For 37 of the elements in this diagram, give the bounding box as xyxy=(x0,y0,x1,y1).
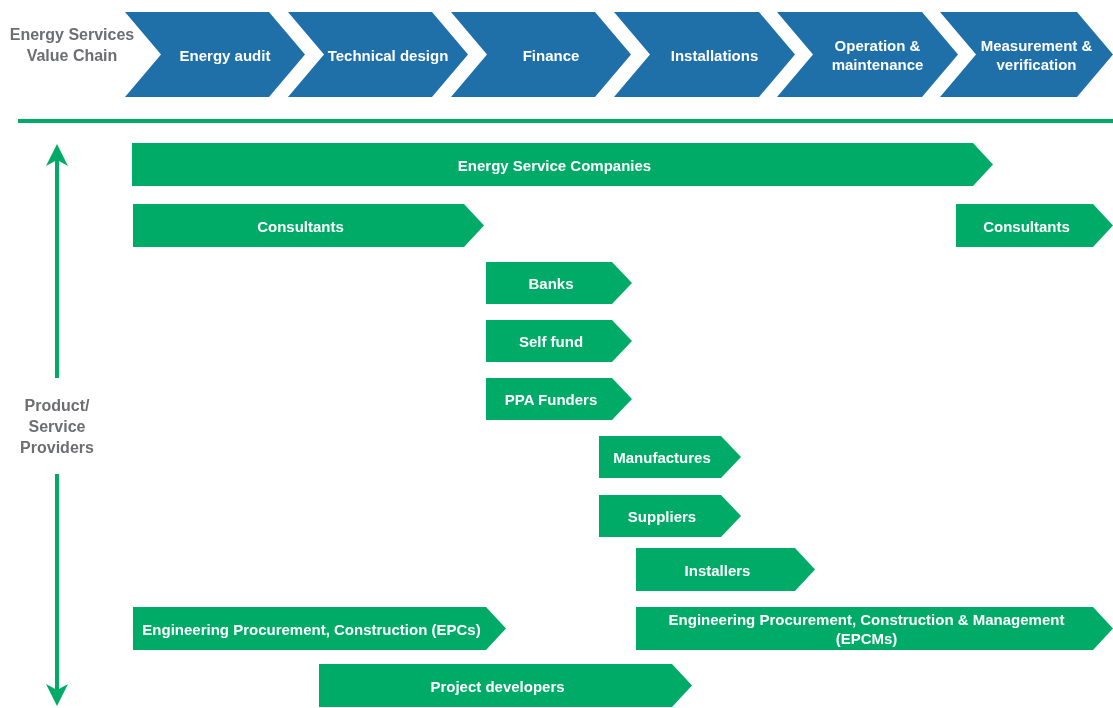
arrow-bar xyxy=(486,320,632,362)
provider-label: Project developers xyxy=(429,676,566,695)
chevron-shape xyxy=(940,12,1113,97)
row-heading: Energy Services Value Chain xyxy=(8,25,136,66)
chevron-shape xyxy=(451,12,631,97)
arrow-bar xyxy=(636,607,1113,650)
provider-label: Consultants xyxy=(256,216,345,235)
stage-label: Installations xyxy=(669,45,760,64)
arrow-bar xyxy=(132,143,993,186)
arrow-bar xyxy=(319,664,692,707)
arrow-bar xyxy=(133,204,484,247)
arrow-bar xyxy=(599,436,741,478)
arrow-bar xyxy=(486,378,632,420)
arrow-bar xyxy=(486,262,632,304)
provider-label: Engineering Procurement, Construction & Management (EPCMs) xyxy=(667,609,1066,648)
provider-label: Banks xyxy=(527,273,575,293)
stage-label: Energy audit xyxy=(178,45,272,64)
chevron-shape xyxy=(614,12,795,97)
arrow-bar xyxy=(636,548,815,591)
provider-label: PPA Funders xyxy=(503,389,599,409)
stage-label: Finance xyxy=(521,45,581,64)
stage-label: Measurement & verification xyxy=(979,35,1094,74)
arrow-bar xyxy=(133,607,506,650)
provider-label: Manufactures xyxy=(612,447,712,467)
provider-label: Engineering Procurement, Construction (EPCs) xyxy=(141,619,482,638)
provider-label: Installers xyxy=(683,560,752,579)
chevron-shape xyxy=(288,12,468,97)
arrow-bar xyxy=(599,495,741,537)
provider-label: Self fund xyxy=(517,331,585,351)
axis-label: Product/ Service Providers xyxy=(19,396,95,458)
stage-label: Technical design xyxy=(326,45,450,64)
stage-label: Operation & maintenance xyxy=(830,35,925,74)
provider-label: Consultants xyxy=(982,216,1071,235)
provider-label: Energy Service Companies xyxy=(456,155,653,174)
chevron-shape xyxy=(777,12,958,97)
arrow-bar xyxy=(956,204,1113,247)
provider-label: Suppliers xyxy=(626,506,698,526)
